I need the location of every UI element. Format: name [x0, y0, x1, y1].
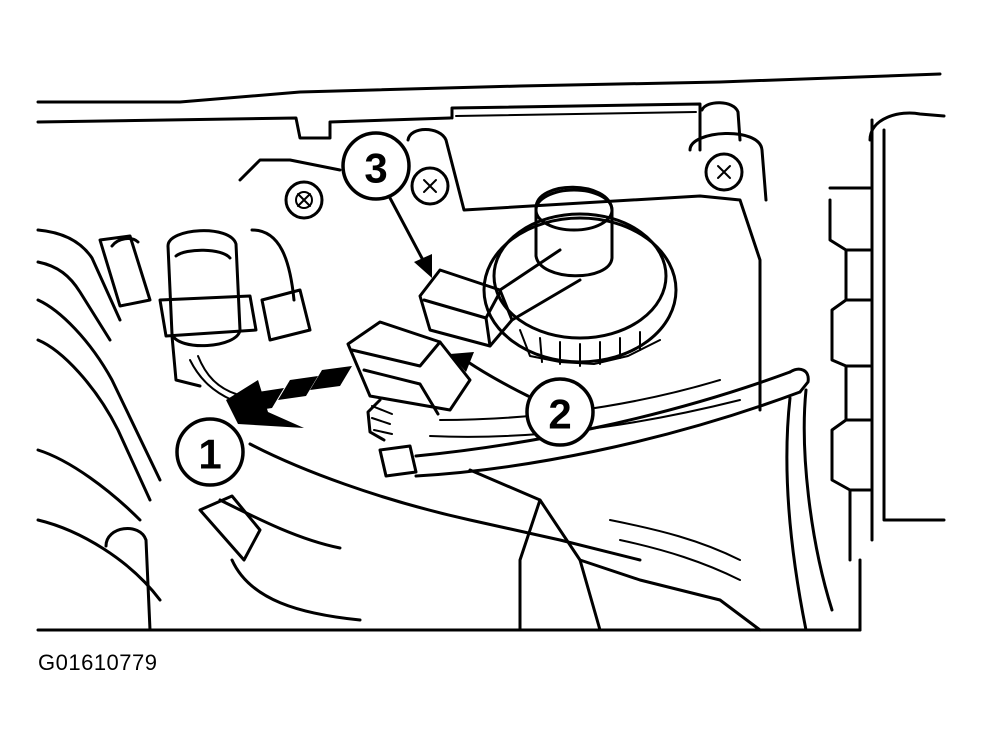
callout-2-label: 2 — [548, 391, 571, 438]
connector-lower — [346, 320, 472, 442]
callout-1-label: 1 — [198, 431, 221, 478]
center-housing — [406, 101, 768, 412]
callout-1: 1 — [175, 417, 245, 487]
cap-assembly — [482, 185, 678, 367]
leader-3 — [388, 196, 432, 278]
housing-top-edge — [36, 72, 942, 152]
left-tubes — [36, 228, 162, 502]
lower-frame — [36, 448, 862, 632]
leader-2 — [450, 352, 530, 398]
sensor-left — [158, 229, 258, 401]
bolt-left — [284, 180, 324, 220]
figure-id: G01610779 — [38, 650, 158, 675]
arrow-disconnect — [226, 366, 352, 428]
connector-upper — [418, 248, 582, 348]
right-panel — [828, 111, 946, 632]
bracket — [238, 158, 342, 342]
callout-2: 2 — [525, 377, 595, 447]
callout-3: 3 — [341, 131, 411, 201]
callout-3-label: 3 — [364, 145, 387, 192]
wire-harness — [218, 367, 834, 632]
